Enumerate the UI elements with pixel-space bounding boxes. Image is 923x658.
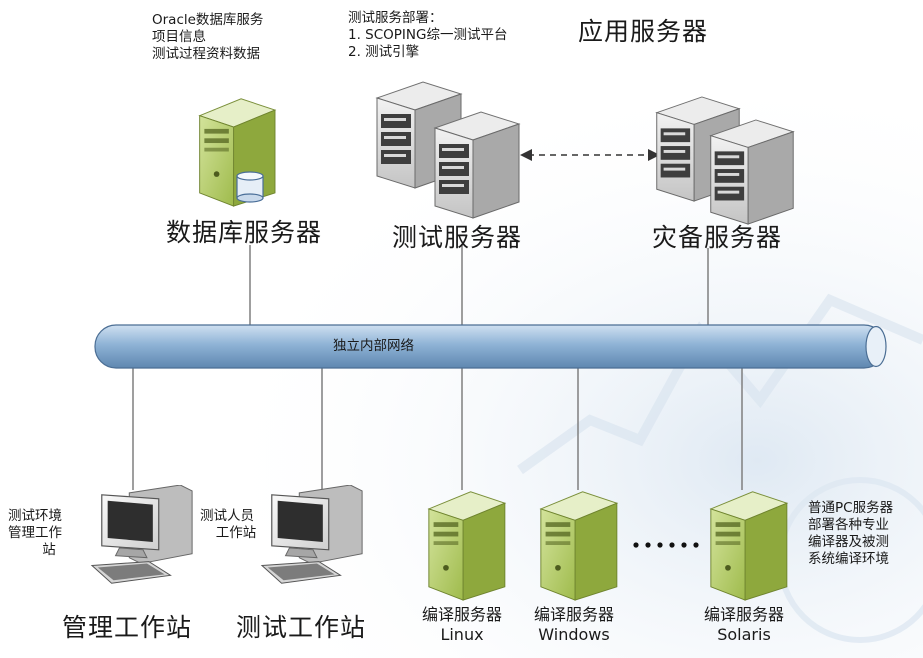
database-server	[199, 98, 276, 207]
compile-server-os: Windows	[538, 625, 610, 644]
compile-note-line: 系统编译环境	[808, 550, 889, 567]
linux-server-icon	[428, 491, 506, 601]
tester-note-line: 工作站	[215, 524, 257, 541]
test-notes: 测试服务部署： 1. SCOPING综一测试平台 2. 测试引擎	[348, 10, 507, 61]
compile-note-line: 部署各种专业	[808, 516, 889, 533]
database-server-label: 数据库服务器	[166, 218, 323, 247]
db-notes: Oracle数据库服务 项目信息 测试过程资料数据	[152, 12, 263, 63]
diagram-title: 应用服务器	[578, 17, 709, 46]
compile-note-line: 普通PC服务器	[808, 500, 894, 516]
ellipsis-dots	[633, 542, 699, 548]
arrow-right-icon	[648, 149, 660, 161]
compile-server-label: 编译服务器	[421, 605, 502, 624]
connector-lines	[132, 245, 743, 490]
db-note-line: Oracle数据库服务	[152, 12, 264, 28]
db-note-line: 项目信息	[152, 28, 206, 45]
tester-workstation-label: 测试工作站	[236, 613, 367, 642]
compile-note-line: 编译器及被测	[808, 533, 889, 550]
network-pipe	[94, 324, 887, 369]
compile-server-solaris: 编译服务器 Solaris	[694, 605, 794, 645]
mgmt-note-line: 站	[42, 541, 56, 558]
test-server-label: 测试服务器	[392, 223, 523, 252]
compile-server-os: Linux	[440, 625, 484, 644]
solaris-server-icon	[710, 491, 788, 601]
tester-note-line: 测试人员	[200, 508, 254, 524]
rack-server-icon	[710, 119, 794, 225]
test-note-line: 测试服务部署：	[348, 10, 443, 26]
compile-server-linux: 编译服务器 Linux	[412, 605, 512, 645]
backup-server-label: 灾备服务器	[652, 223, 783, 252]
compile-server-label: 编译服务器	[703, 605, 784, 624]
compile-server-os: Solaris	[717, 625, 771, 644]
tester-note: 测试人员 工作站	[200, 508, 272, 542]
mgmt-note: 测试环境 管理工作 站	[8, 508, 90, 559]
compile-note: 普通PC服务器 部署各种专业 编译器及被测 系统编译环境	[808, 500, 893, 568]
db-note-line: 测试过程资料数据	[152, 45, 260, 62]
test-note-line: 1. SCOPING综一测试平台	[348, 26, 508, 43]
compile-server-windows: 编译服务器 Windows	[524, 605, 624, 645]
arrow-left-icon	[520, 149, 532, 161]
test-note-line: 2. 测试引擎	[348, 43, 420, 60]
mgmt-workstation-label: 管理工作站	[62, 613, 193, 642]
rack-server-icon	[434, 111, 520, 219]
mgmt-note-line: 测试环境	[8, 508, 62, 524]
mgmt-note-line: 管理工作	[8, 524, 62, 541]
windows-server-icon	[540, 491, 618, 601]
compile-server-label: 编译服务器	[533, 605, 614, 624]
database-icon	[236, 171, 264, 203]
network-label: 独立内部网络	[333, 338, 414, 354]
